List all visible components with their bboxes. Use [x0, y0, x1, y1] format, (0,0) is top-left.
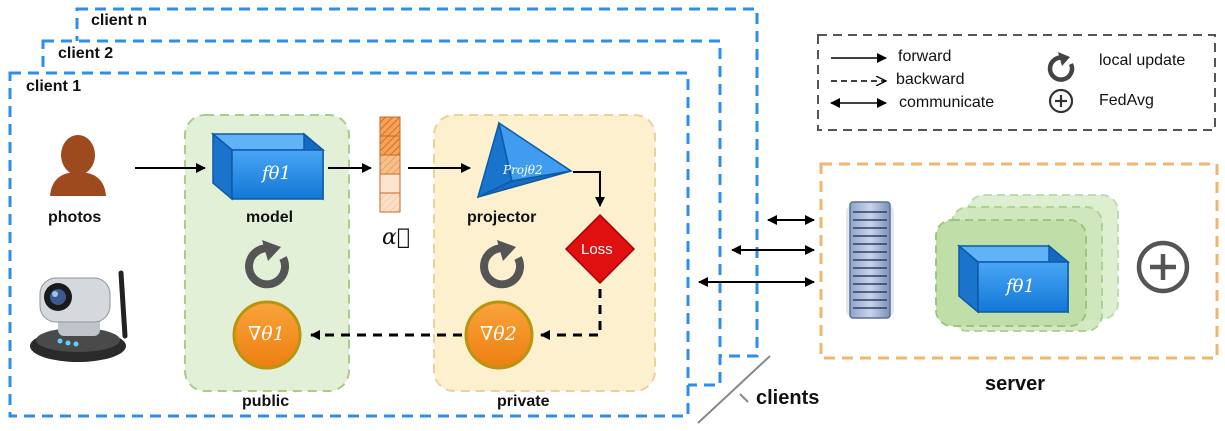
server-rack-icon	[846, 201, 894, 319]
server-f-theta1-label: fθ1	[1006, 276, 1035, 297]
proj-theta2-label: Projθ2	[503, 163, 543, 177]
client-2-label: client 2	[58, 45, 114, 62]
legend-box	[817, 34, 1216, 131]
public-label: public	[242, 393, 290, 410]
legend-communicate-label: communicate	[899, 94, 995, 111]
person-icon	[50, 135, 106, 196]
photos-label: photos	[48, 209, 102, 226]
loss-label: Loss	[581, 241, 613, 258]
arrow-projector-to-loss	[573, 171, 605, 207]
legend-refresh-icon	[1047, 52, 1075, 82]
fedavg-plus-icon	[1136, 240, 1190, 294]
client-1-label: client 1	[26, 78, 82, 95]
loss-diamond	[564, 213, 636, 285]
grad-theta1-circle	[232, 300, 302, 370]
clients-bracket	[697, 355, 771, 424]
projector-pyramid	[476, 121, 573, 199]
legend-fedavg-label: FedAvg	[1099, 92, 1154, 109]
projector-label: projector	[467, 209, 537, 226]
grad-theta1-label: ∇θ1	[248, 323, 285, 345]
legend-local-update-label: local update	[1099, 52, 1186, 69]
model-label: model	[246, 209, 294, 226]
arrow-loss-to-grad2	[540, 289, 602, 340]
webcam-icon	[30, 270, 128, 362]
refresh-icon-public	[245, 240, 289, 289]
refresh-icon-private	[480, 240, 524, 289]
clients-group-label: clients	[756, 387, 820, 409]
legend-forward-label: forward	[898, 48, 952, 65]
grad-theta2-circle	[464, 300, 534, 370]
client-n-label: client n	[91, 12, 148, 29]
legend-plus-icon	[1048, 88, 1074, 114]
private-label: private	[497, 393, 550, 410]
f-theta1-label: fθ1	[262, 163, 291, 184]
server-model-cube	[956, 244, 1071, 314]
legend-backward-label: backward	[896, 71, 965, 88]
alpha-vector	[379, 116, 401, 213]
grad-theta2-label: ∇θ2	[480, 323, 517, 345]
server-label: server	[985, 373, 1046, 395]
alpha-label: α⃗	[382, 225, 411, 250]
model-cube	[210, 132, 326, 201]
